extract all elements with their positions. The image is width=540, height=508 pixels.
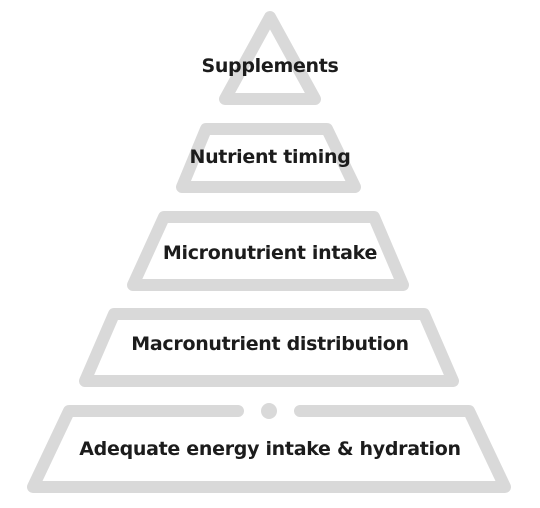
pyramid-tier-3-shape (79, 308, 459, 387)
pyramid-tier-0-label: Supplements (201, 55, 339, 77)
pyramid-base-dot (261, 403, 277, 419)
pyramid-tier-1-shape (176, 123, 361, 193)
pyramid-tier-3-label: Macronutrient distribution (131, 333, 409, 355)
pyramid-tier-4-label: Adequate energy intake & hydration (79, 438, 461, 460)
pyramid-tier-1-label: Nutrient timing (189, 146, 351, 168)
pyramid-tier-2-shape (127, 211, 409, 291)
pyramid-tier-4-shape (27, 405, 511, 493)
pyramid-tier-2-label: Micronutrient intake (162, 242, 378, 264)
pyramid-tier-0-shape (219, 11, 321, 105)
